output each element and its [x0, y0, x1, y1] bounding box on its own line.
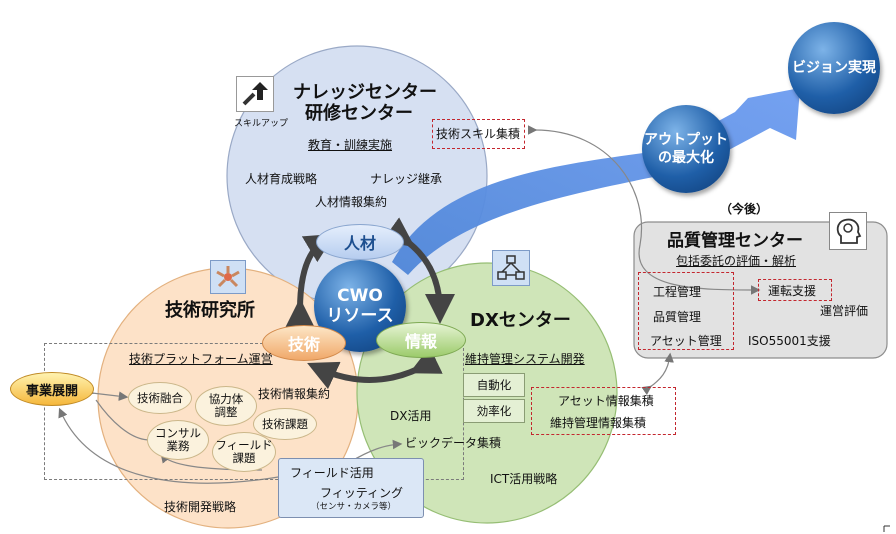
connector-skill-quality: [527, 125, 761, 295]
field-line-1: フィールド活用: [290, 466, 374, 480]
asset-info-box: [531, 387, 676, 435]
tech-platform: 技術プラットフォーム運営: [129, 352, 273, 366]
vision-sphere: ビジョン実現: [788, 22, 880, 114]
dx-item-1: DX活用: [390, 409, 432, 423]
asset-info-1: アセット情報集積: [558, 394, 654, 408]
dx-item-3: ICT活用戦略: [490, 472, 558, 486]
gijutsu-oval: 技術: [262, 325, 346, 361]
tech-oval-field: フィールド 課題: [212, 432, 276, 472]
unten-box: [758, 279, 832, 301]
tech-oval-cooperation: 協力体 調整: [195, 386, 257, 426]
knowledge-item-3: 人材情報集約: [315, 195, 388, 209]
cycle-arrow-right: [381, 217, 455, 324]
connector-jigyo-tech: [84, 387, 129, 401]
dx-sub: 維持管理システム開発: [465, 352, 585, 366]
output-sphere: アウトプット の最大化: [642, 105, 730, 193]
skill-accumulation-box: [432, 119, 525, 149]
quality-sub: 包括委託の評価・解析: [676, 254, 797, 268]
tech-oval-consulting: コンサル 業務: [147, 420, 209, 460]
field-line-2: フィッティング: [320, 486, 404, 500]
knowledge-item-1: 人材育成戦略: [245, 172, 318, 186]
connector-jigyo-consul: [95, 399, 151, 441]
skillup-icon: [236, 76, 274, 112]
quality-iso: ISO55001支援: [748, 334, 831, 348]
tech-title: 技術研究所: [165, 300, 255, 321]
brain-head-icon: [829, 212, 867, 250]
tech-oval-issues: 技術課題: [253, 408, 317, 440]
skillup-label: スキルアップ: [234, 119, 289, 129]
cycle-arrow-bottom: [307, 346, 443, 390]
quality-eval: 運営評価: [820, 304, 869, 318]
knowledge-title-1: ナレッジセンター: [293, 82, 437, 103]
asset-info-2: 維持管理情報集積: [550, 416, 647, 430]
quality-future: （今後）: [720, 202, 769, 216]
joho-oval: 情報: [376, 322, 466, 358]
connector-field-jigyo: [58, 407, 291, 484]
jinzai-oval: 人材: [316, 224, 404, 260]
knowledge-title-2: 研修センター: [305, 103, 413, 124]
dx-efficiency: 効率化: [463, 399, 525, 423]
quality-item-quality: 品質管理: [653, 310, 702, 324]
quality-items-box: [638, 272, 734, 350]
quality-item-process: 工程管理: [653, 285, 702, 299]
network-icon: [492, 250, 530, 286]
knowledge-item-2: ナレッジ継承: [370, 172, 443, 186]
field-line-3: （センサ・カメラ等）: [311, 502, 397, 512]
tech-oval-fusion: 技術融合: [128, 382, 192, 414]
quality-title: 品質管理センター: [667, 231, 803, 251]
dx-item-2: ビックデータ集積: [405, 436, 502, 450]
quality-item-asset: アセット管理: [650, 334, 722, 348]
dx-title: DXセンター: [470, 310, 571, 331]
field-box: [278, 458, 424, 518]
tech-strategy: 技術開発戦略: [164, 500, 237, 514]
quality-unten: 運転支援: [768, 284, 817, 298]
connector-asset-quality: [641, 352, 674, 396]
dx-automation: 自動化: [463, 373, 525, 397]
tech-info: 技術情報集約: [258, 387, 331, 401]
skill-accumulation-label: 技術スキル集積: [436, 127, 521, 141]
teamwork-icon: [210, 260, 246, 294]
jigyo-label: 事業展開: [25, 383, 78, 399]
jigyo-oval: 事業展開: [10, 372, 94, 406]
knowledge-sub: 教育・訓練実施: [308, 138, 393, 152]
